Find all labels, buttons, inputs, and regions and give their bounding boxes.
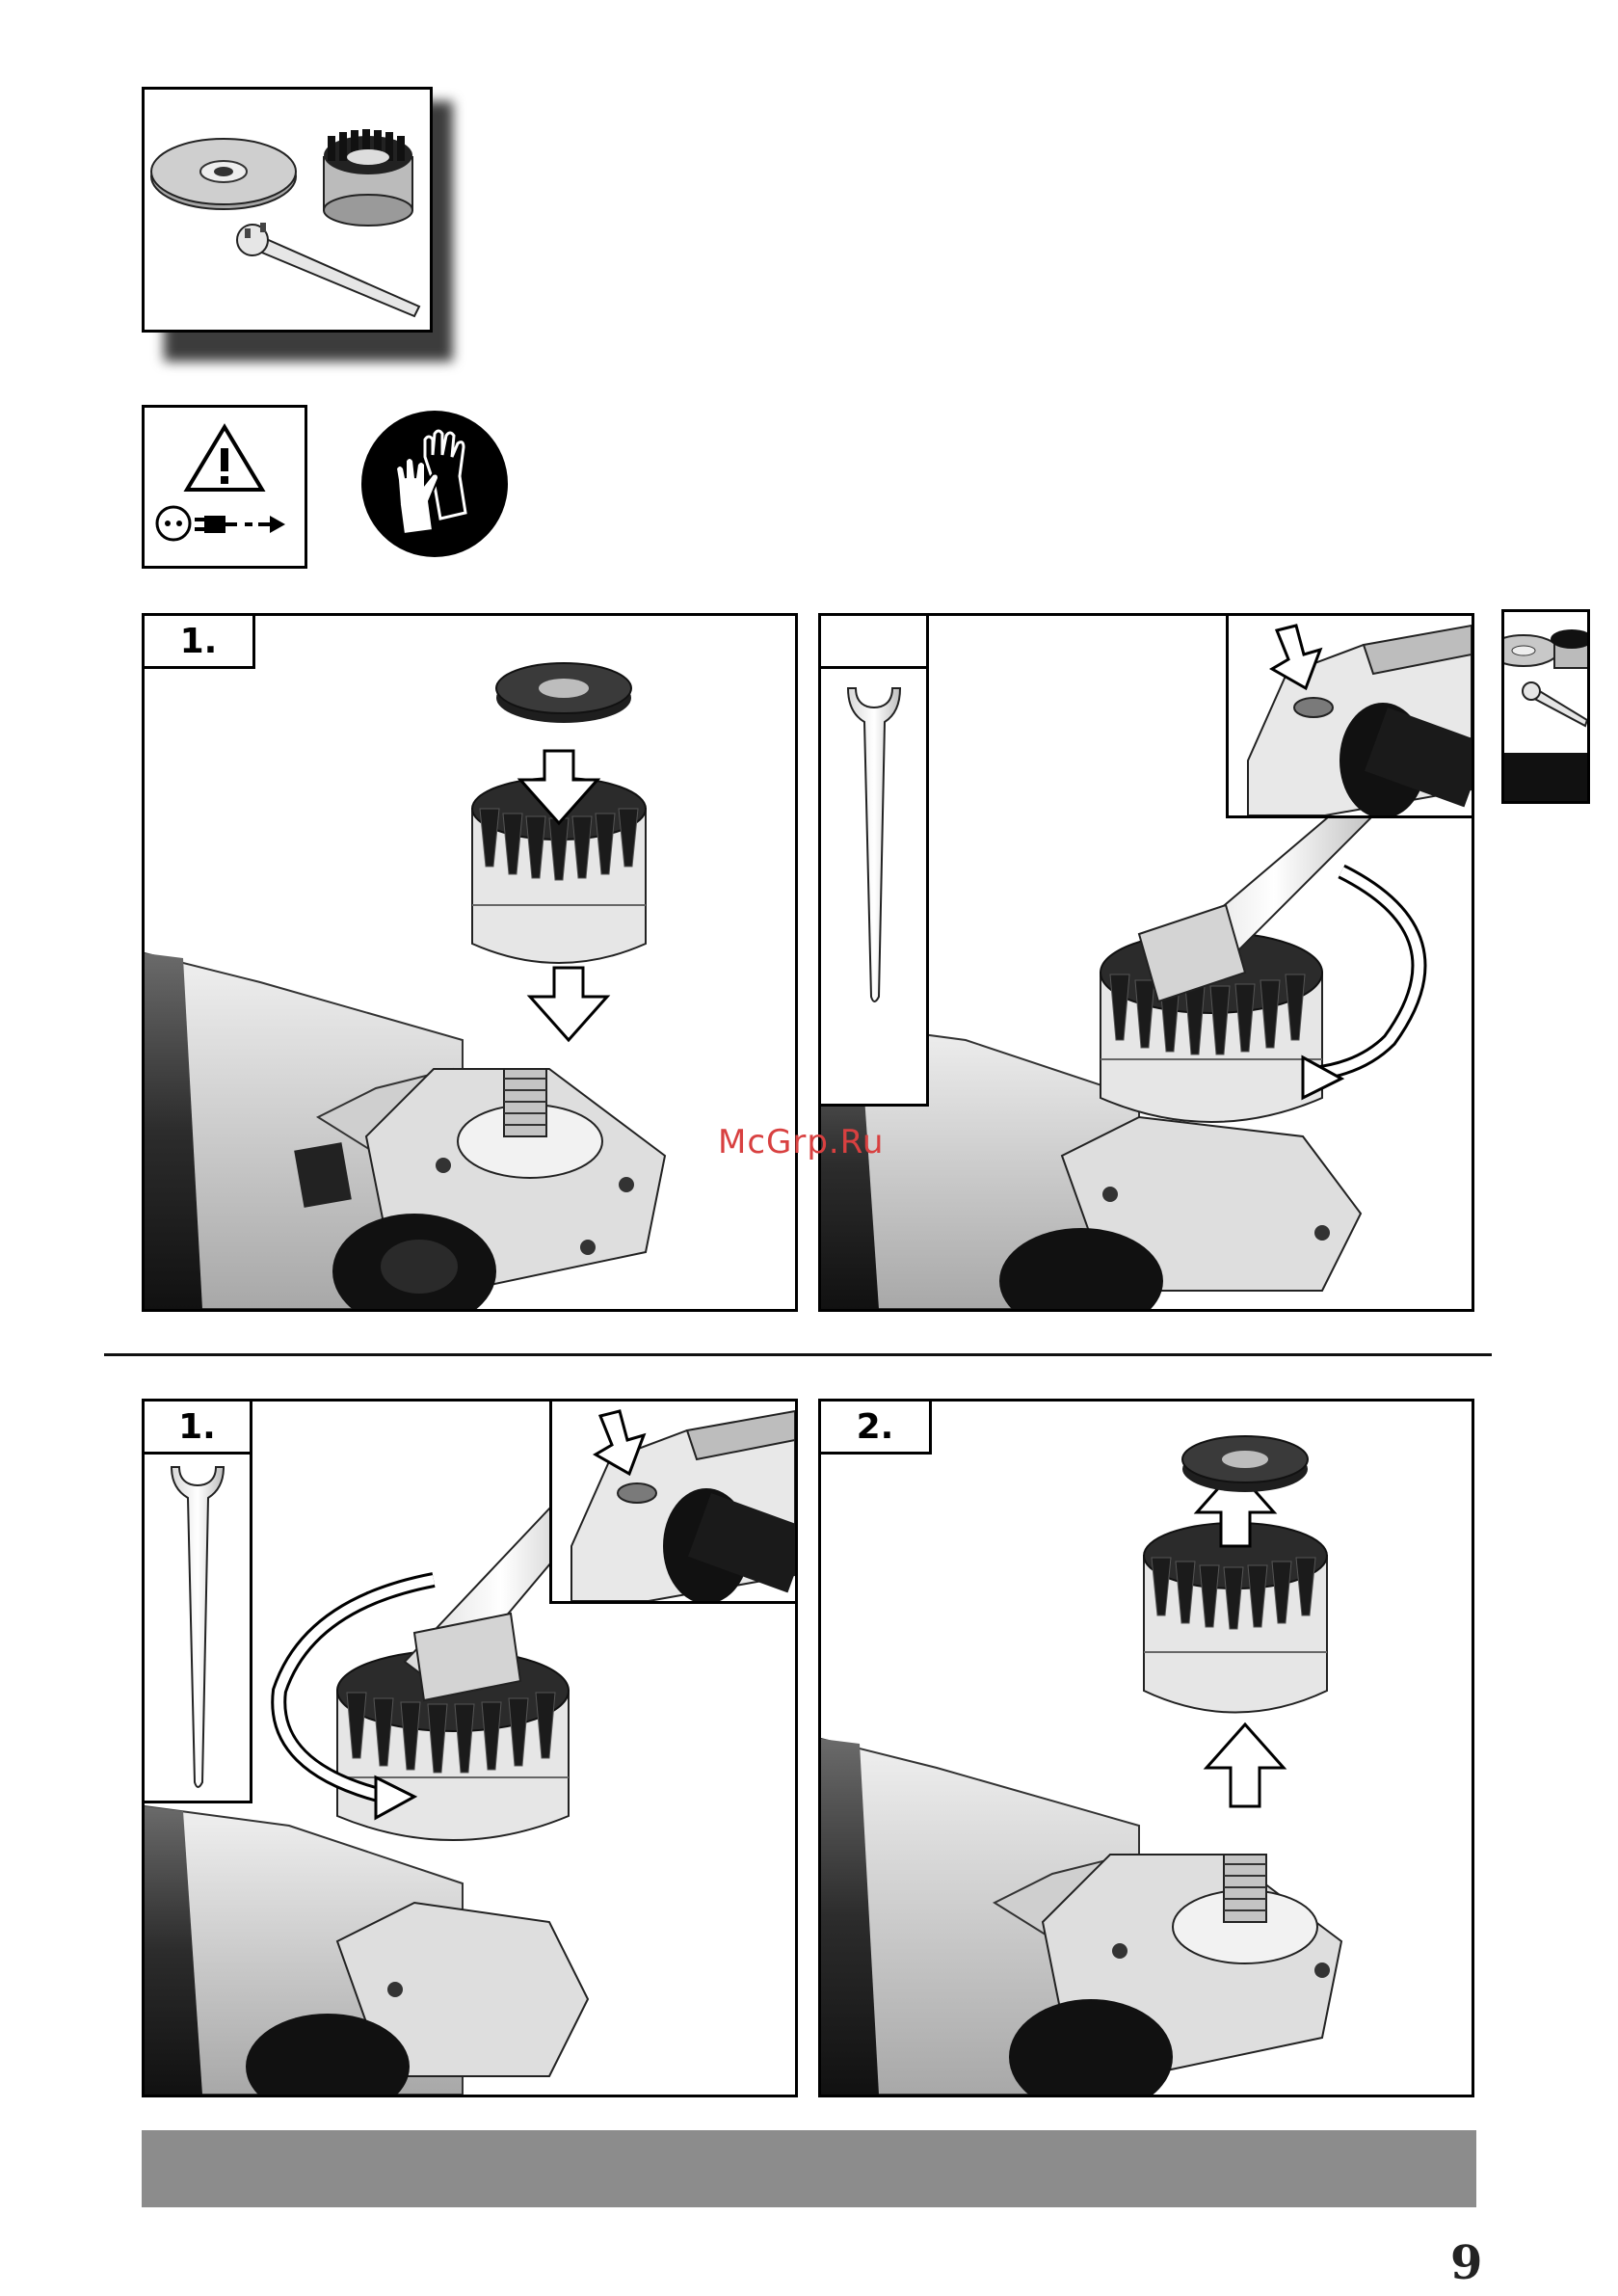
step-label: 1.: [145, 1402, 250, 1455]
step-label: 2.: [821, 1402, 932, 1455]
side-tab: [1501, 609, 1590, 804]
side-tab-accessories-icon: [1504, 612, 1587, 757]
step-label: [821, 616, 926, 669]
panel-top-left: 1.: [142, 613, 798, 1312]
warning-unplug-box: [142, 405, 307, 569]
watermark: McGrp.Ru: [718, 1123, 884, 1161]
panel-illustration: [821, 1402, 1472, 2095]
footer-bar: [142, 2130, 1476, 2207]
section-divider: [104, 1353, 1492, 1356]
warning-unplug-icon: [145, 408, 305, 566]
lock-button-inset: [1226, 613, 1474, 818]
accessories-box: [142, 87, 433, 333]
side-tab-dark-block: [1504, 753, 1587, 801]
panel-top-right: [818, 613, 1474, 1312]
page-number: 9: [1450, 2236, 1482, 2290]
wrench-inset: 1.: [142, 1399, 252, 1803]
wrench-icon: [145, 1402, 250, 1801]
lock-button-inset: [549, 1399, 798, 1604]
spindle-lock-illustration: [1229, 616, 1472, 815]
wrench-icon: [821, 616, 926, 1104]
brush-wheel-wrench-icon: [145, 90, 430, 330]
gloves-icon: [359, 409, 510, 559]
spindle-lock-illustration: [552, 1402, 795, 1601]
panel-bottom-left: 1.: [142, 1399, 798, 2097]
wrench-inset: [818, 613, 929, 1107]
panel-illustration: [145, 616, 795, 1309]
step-label: 1.: [145, 616, 255, 669]
panel-bottom-right: 2.: [818, 1399, 1474, 2097]
